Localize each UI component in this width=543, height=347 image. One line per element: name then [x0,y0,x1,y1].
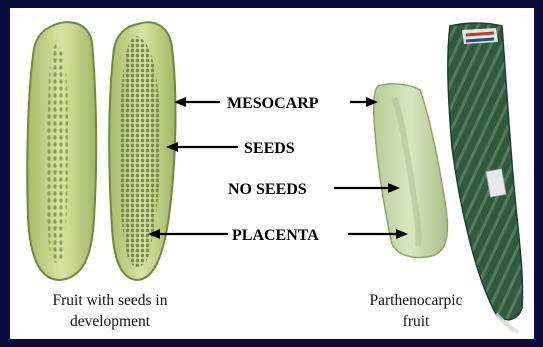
arrow-placenta-right [348,229,408,239]
arrows [148,97,408,239]
seeded-fruit-right [109,22,175,280]
label-no-seeds: NO SEEDS [228,181,307,198]
wrapped-fruit [448,23,523,332]
caption-seeded-line2: development [70,313,151,330]
arrow-seeds [166,142,238,152]
caption-seeded-line1: Fruit with seeds in [53,292,168,309]
label-mesocarp: MESOCARP [227,95,319,112]
caption-parthenocarpic-line2: fruit [403,313,430,330]
caption-parthenocarpic-line1: Parthenocarpic [370,292,463,309]
arrow-no-seeds [334,183,400,193]
label-seeds: SEEDS [244,140,295,157]
diagram-canvas: MESOCARP SEEDS NO SEEDS PLACENTA Fruit w… [10,8,534,339]
arrow-placenta-left [148,229,228,239]
diagram-panel: MESOCARP SEEDS NO SEEDS PLACENTA Fruit w… [10,8,534,339]
arrow-mesocarp-left [174,97,220,107]
seedless-fruit [374,84,448,258]
seeded-fruit-left [27,22,96,280]
label-placenta: PLACENTA [232,227,319,244]
